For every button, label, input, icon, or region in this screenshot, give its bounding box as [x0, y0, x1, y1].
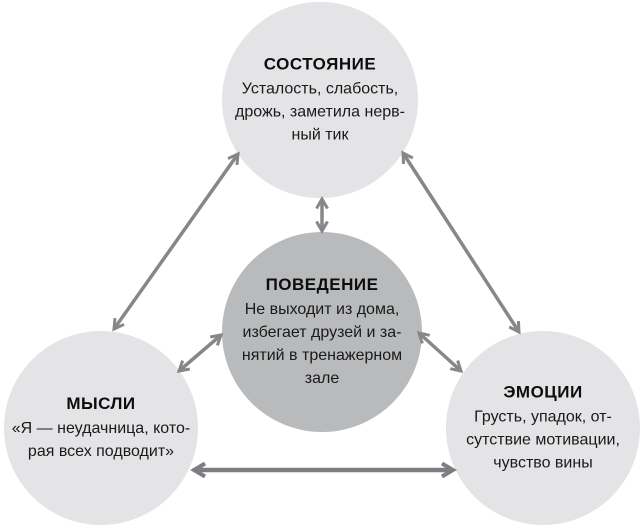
- node-thoughts-title: МЫСЛИ: [66, 394, 136, 413]
- node-behavior-title: ПОВЕДЕНИЕ: [265, 275, 379, 294]
- node-thoughts-content: МЫСЛИ «Я — неудачница, кото- рая всех по…: [0, 393, 221, 463]
- node-behavior-content: ПОВЕДЕНИЕ Не выходит из дома, избегает д…: [202, 274, 442, 390]
- node-emotions-content: ЭМОЦИИ Грусть, упадок, от- сутствие моти…: [423, 382, 642, 475]
- node-emotions-circle: ЭМОЦИИ Грусть, упадок, от- сутствие моти…: [446, 331, 640, 525]
- node-thoughts-body: «Я — неудачница, кото- рая всех подводит…: [11, 420, 191, 460]
- node-thoughts-circle: МЫСЛИ «Я — неудачница, кото- рая всех по…: [4, 331, 198, 525]
- node-emotions-body: Грусть, упадок, от- сутствие мотивации, …: [466, 408, 620, 472]
- node-state-body: Усталость, слабость, дрожь, заметила нер…: [235, 80, 405, 144]
- node-state-title: СОСТОЯНИЕ: [263, 54, 377, 74]
- node-state-content: СОСТОЯНИЕ Усталость, слабость, дрожь, за…: [200, 54, 440, 147]
- node-behavior-body: Не выходит из дома, избегает друзей и за…: [241, 301, 403, 387]
- node-emotions-title: ЭМОЦИИ: [503, 382, 583, 402]
- node-state-circle: СОСТОЯНИЕ Усталость, слабость, дрожь, за…: [222, 2, 418, 198]
- node-behavior-circle: ПОВЕДЕНИЕ Не выходит из дома, избегает д…: [222, 232, 422, 432]
